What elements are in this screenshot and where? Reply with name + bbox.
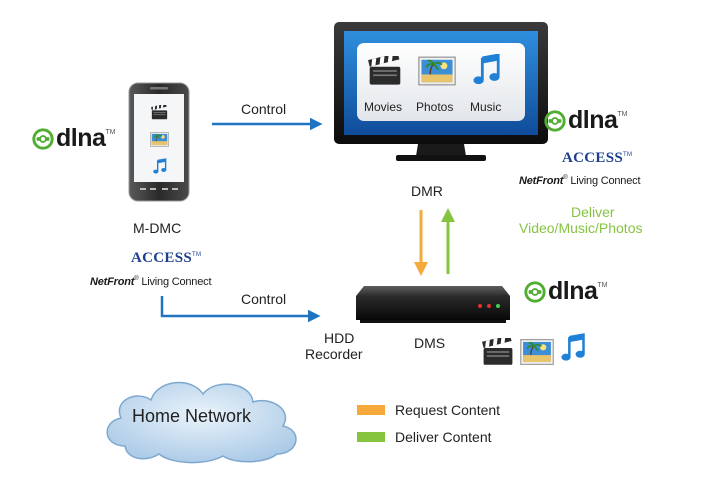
- smartphone-m-dmc: [128, 82, 190, 202]
- legend-label-request: Request Content: [395, 402, 501, 418]
- home-network-label: Home Network: [132, 406, 252, 426]
- dmr-label: DMR: [411, 183, 443, 199]
- legend-swatch-deliver: [357, 432, 385, 442]
- access-wordmark: ACCESS: [131, 250, 192, 266]
- netfront-product: Living Connect: [141, 276, 212, 288]
- netfront-brand: NetFront: [90, 276, 135, 288]
- tv-menu-music: Music: [470, 100, 502, 114]
- legend-label-deliver: Deliver Content: [395, 429, 492, 445]
- dlna-logo-left: dlna TM: [32, 126, 116, 151]
- dlna-wordmark: dlna: [548, 277, 598, 305]
- dlna-mark-icon: [524, 281, 546, 303]
- control-label-bottom: Control: [241, 291, 287, 307]
- hdd-recorder-label-line2: Recorder: [305, 346, 363, 362]
- tv-menu-photos: Photos: [416, 100, 454, 114]
- access-wordmark: ACCESS: [562, 150, 623, 166]
- access-logo-phone: ACCESSTM: [131, 250, 202, 266]
- control-label-top: Control: [241, 101, 287, 117]
- dlna-wordmark: dlna: [56, 124, 106, 152]
- netfront-brand: NetFront: [519, 175, 564, 187]
- home-network-cloud: [106, 381, 297, 464]
- m-dmc-label: M-DMC: [133, 220, 182, 236]
- dlna-wordmark: dlna: [568, 106, 618, 134]
- dlna-logo-tv: dlna TM: [544, 108, 628, 133]
- dlna-logo-dms: dlna TM: [524, 279, 608, 304]
- tv-menu-movies: Movies: [364, 100, 403, 114]
- dlna-mark-icon: [32, 128, 54, 150]
- netfront-logo-tv: NetFront® Living Connect: [519, 175, 641, 187]
- hdd-recorder-dms: [356, 286, 510, 323]
- legend-swatch-request: [357, 405, 385, 415]
- dlna-mark-icon: [544, 110, 566, 132]
- deliver-label-line1: Deliver: [571, 204, 615, 220]
- hdd-recorder-label-line1: HDD: [324, 330, 355, 346]
- deliver-label-line2: Video/Music/Photos: [519, 220, 643, 236]
- netfront-logo-phone: NetFront® Living Connect: [90, 276, 212, 288]
- netfront-product: Living Connect: [570, 175, 641, 187]
- control-arrow-bottom: [160, 296, 321, 323]
- dms-label: DMS: [414, 335, 446, 351]
- access-logo-tv: ACCESSTM: [562, 150, 633, 166]
